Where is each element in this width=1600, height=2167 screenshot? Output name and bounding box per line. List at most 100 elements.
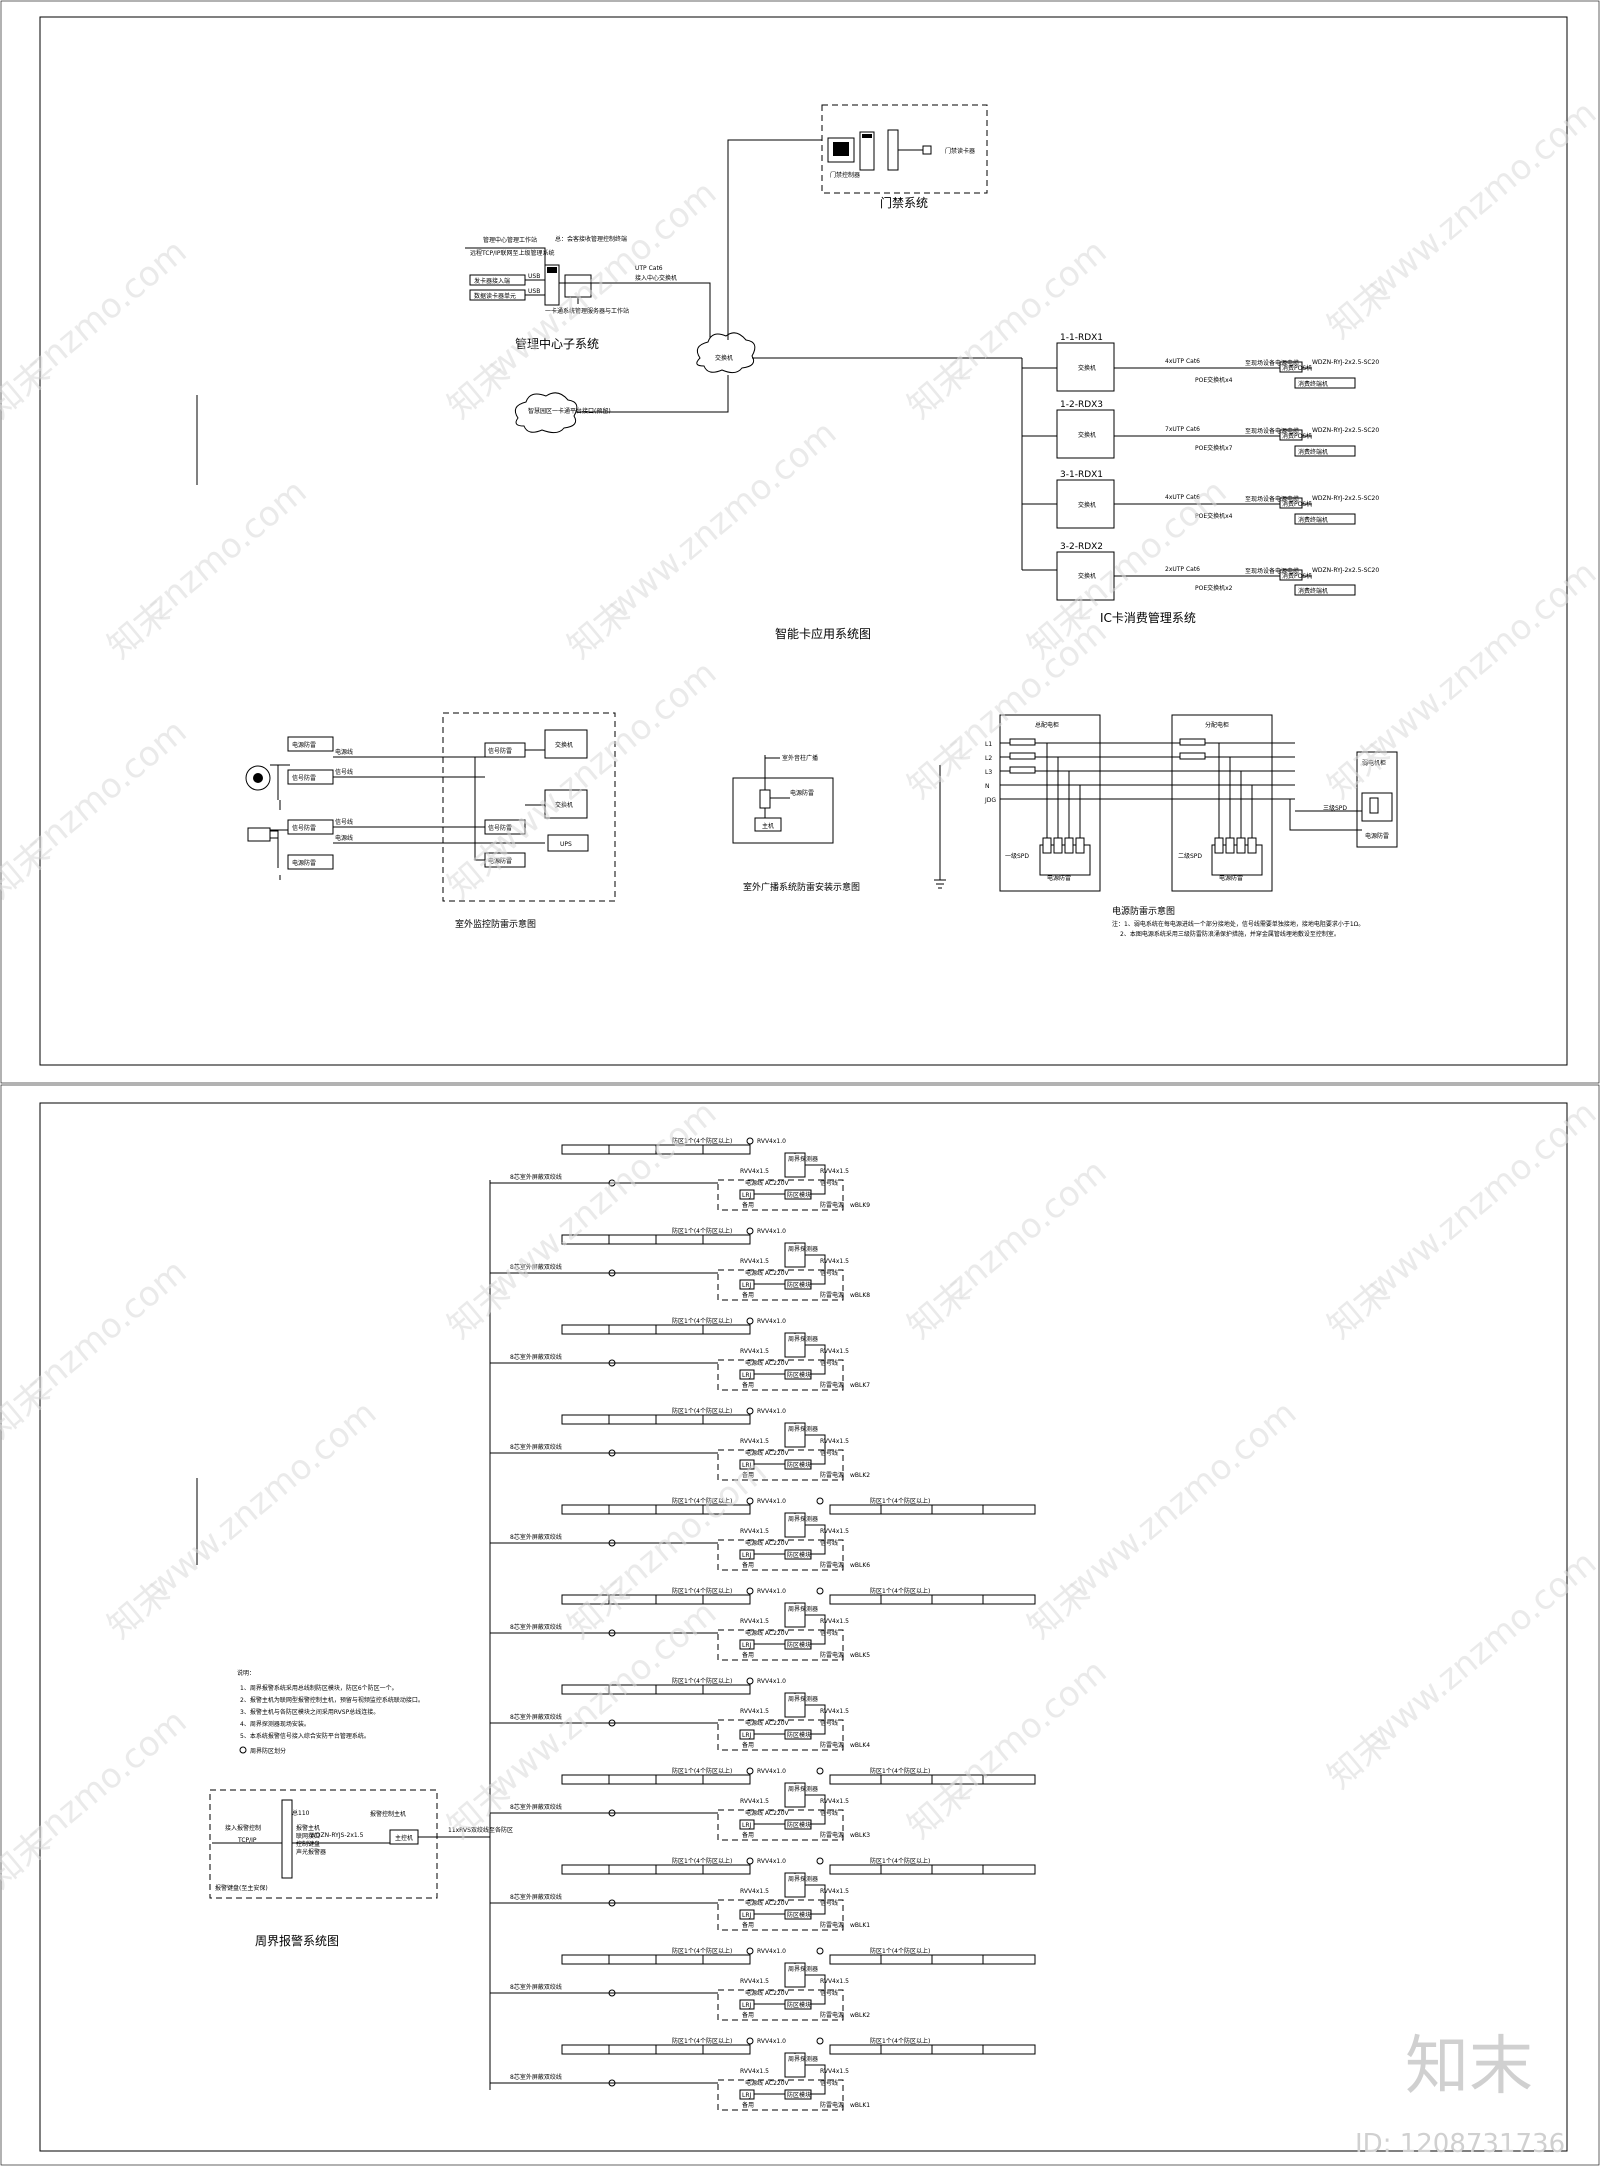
zone-link: [805, 1344, 826, 1375]
zone-cable: 信号线: [820, 1269, 838, 1277]
zone-label-right: 防区1个(4个防区以上): [870, 1587, 930, 1595]
zone-cable: 信号线: [820, 1539, 838, 1547]
power-note-1: 注：1、弱电系统在每电源进线一个部分接地处，信号线需要单独接地，接地电阻要求小于…: [1112, 920, 1364, 928]
zone-detector: 周界探测器: [788, 2055, 818, 2063]
zone-branch-label: 8芯室外屏蔽双绞线: [510, 1173, 562, 1181]
zone-reserved: 备用: [742, 1651, 754, 1659]
zone-label: 防区1个(4个防区以上): [672, 1587, 732, 1595]
surv-line-1: 电源线: [335, 748, 353, 756]
zone-dashed-box: [717, 1179, 844, 1211]
zone-reserved: 备用: [742, 1381, 754, 1389]
zone-dashed-box: [717, 1809, 844, 1841]
ic-node-spec: WDZN-RYJ-2x2.5-SC20: [1312, 567, 1379, 574]
zone-power: 电源线 AC220V: [745, 1899, 790, 1907]
zone-dashed-box: [717, 1629, 844, 1661]
zone-detector: 周界探测器: [788, 1875, 818, 1883]
mgmt-link-label: UTP Cat6: [635, 265, 663, 272]
zone-dashed-box: [717, 1269, 844, 1301]
zone-junction-icon: [608, 1629, 616, 1637]
broadcast-spd-label: 电源防雷: [790, 789, 814, 797]
zone-id: wBLK3: [850, 1832, 870, 1839]
host-keypad: 报警键盘(至主安保): [215, 1884, 268, 1892]
zone-rvv: RVV4x1.0: [757, 1318, 786, 1325]
zone-psu-label: LRJ: [742, 1192, 752, 1199]
ic-node-link: 4xUTP Cat6: [1165, 358, 1200, 365]
note-1: 1、周界报警系统采用总线制防区模块，防区6个防区一个。: [240, 1684, 398, 1692]
zone-link: [805, 1254, 826, 1285]
host-upper: 总110: [292, 1809, 310, 1817]
detector-icon: [746, 1407, 754, 1415]
zone-cable: 信号线: [820, 1449, 838, 1457]
sheet-2: 说明： 1、周界报警系统采用总线制防区模块，防区6个防区一个。 2、报警主机为联…: [0, 1084, 1600, 2166]
zone-rvv2: RVV4x1.5: [740, 1978, 769, 1985]
host-input-1: 报警主机: [296, 1824, 320, 1832]
sheet-2-frame: [39, 1102, 1568, 2152]
management-title: 管理中心子系统: [515, 336, 599, 351]
zone-rvv2-right: RVV4x1.5: [820, 1348, 849, 1355]
host-input-3: 控制键盘: [296, 1840, 320, 1848]
zone-link: [805, 1164, 826, 1195]
surveillance-title: 室外监控防雷示意图: [455, 918, 536, 930]
zone-psu-label: LRJ: [742, 1822, 752, 1829]
power-line-n: N: [985, 783, 990, 790]
ic-node-poe: POE交换机x7: [1195, 444, 1233, 452]
host-input-4: 声光报警器: [296, 1848, 326, 1856]
zone-detector: 周界探测器: [788, 1515, 818, 1523]
zone-module-label: 防区模块: [787, 1821, 811, 1829]
spd-box-2-label: 电源防雷: [1219, 874, 1243, 882]
zone-reserved: 备用: [742, 1921, 754, 1929]
zone-rvv2-right: RVV4x1.5: [820, 1798, 849, 1805]
zone-rvv2: RVV4x1.5: [740, 2068, 769, 2075]
zone-rvv: RVV4x1.0: [757, 1408, 786, 1415]
zone-branch-label: 8芯室外屏蔽双绞线: [510, 1803, 562, 1811]
zone-rvv2-right: RVV4x1.5: [820, 1258, 849, 1265]
zone-rvv: RVV4x1.0: [757, 1768, 786, 1775]
zone-spd: 防雷电源: [820, 1201, 844, 1209]
zone-rvv2-right: RVV4x1.5: [820, 1438, 849, 1445]
access-control-dashed-box: [821, 104, 988, 194]
spd-box-1-label: 电源防雷: [1047, 874, 1071, 882]
zone-row: RVV4x1.0防区1个(4个防区以上)防区1个(4个防区以上)周界探测器RVV…: [490, 1497, 1036, 1571]
ic-node-terminal: 消费POS机: [1282, 572, 1312, 580]
zone-module-label: 防区模块: [787, 1281, 811, 1289]
notes-title: 说明：: [237, 1669, 255, 1677]
broadcast-host-label: 主机: [762, 822, 774, 830]
zone-row: RVV4x1.0防区1个(4个防区以上)防区1个(4个防区以上)周界探测器RVV…: [490, 1857, 1036, 1931]
host-label-1: 接入报警控制: [225, 1824, 261, 1832]
zone-cable: 信号线: [820, 2079, 838, 2087]
surveillance-lightning-diagram: 电源防雷 信号防雷 信号防雷 电源防雷 电源线 信号线 信号线 电源线 信号防雷…: [245, 712, 616, 930]
detector-icon: [816, 1947, 824, 1955]
access-control-system: 门禁控制器 门禁读卡器 门禁系统: [821, 104, 988, 210]
ic-node-switch: 交换机: [1078, 431, 1096, 439]
zone-power: 电源线 AC220V: [745, 1449, 790, 1457]
zone-module-label: 防区模块: [787, 1641, 811, 1649]
watermark-text: www.znzmo.com: [1360, 93, 1600, 307]
zone-id: wBLK5: [850, 1652, 870, 1659]
surv-line-3: 信号线: [335, 818, 353, 826]
zone-psu-label: LRJ: [742, 1912, 752, 1919]
detector-icon: [746, 1227, 754, 1235]
zone-rvv2: RVV4x1.5: [740, 1438, 769, 1445]
zone-dashed-box: [717, 1359, 844, 1391]
ic-node-terminal: 消费POS机: [1282, 432, 1312, 440]
switch-label: 交换机: [715, 354, 733, 362]
zone-rvv2-right: RVV4x1.5: [820, 1888, 849, 1895]
zone-link: [805, 1524, 826, 1555]
zone-rvv2: RVV4x1.5: [740, 1528, 769, 1535]
zone-rvv2-right: RVV4x1.5: [820, 1168, 849, 1175]
zone-row: RVV4x1.0防区1个(4个防区以上)防区1个(4个防区以上)周界探测器RVV…: [490, 1767, 1036, 1841]
ic-node-poe: POE交换机x2: [1195, 584, 1233, 592]
zone-spd: 防雷电源: [820, 1291, 844, 1299]
watermark-text: znzmo.com: [940, 1152, 1114, 1307]
zone-module-label: 防区模块: [787, 2091, 811, 2099]
zone-junction-icon: [608, 1989, 616, 1997]
zone-power: 电源线 AC220V: [745, 2079, 790, 2087]
ic-node-spec: WDZN-RYJ-2x2.5-SC20: [1312, 427, 1379, 434]
watermark-text: znzmo.com: [20, 1252, 194, 1407]
broadcast-speaker-label: 室外音柱广播: [782, 754, 818, 762]
power-note-2: 2、本图电源系统采用三级防雷防浪涌保护措施，并穿金属管线埋地敷设至控制室。: [1120, 930, 1340, 938]
zone-label-right: 防区1个(4个防区以上): [870, 1497, 930, 1505]
zone-junction-icon: [608, 1359, 616, 1367]
